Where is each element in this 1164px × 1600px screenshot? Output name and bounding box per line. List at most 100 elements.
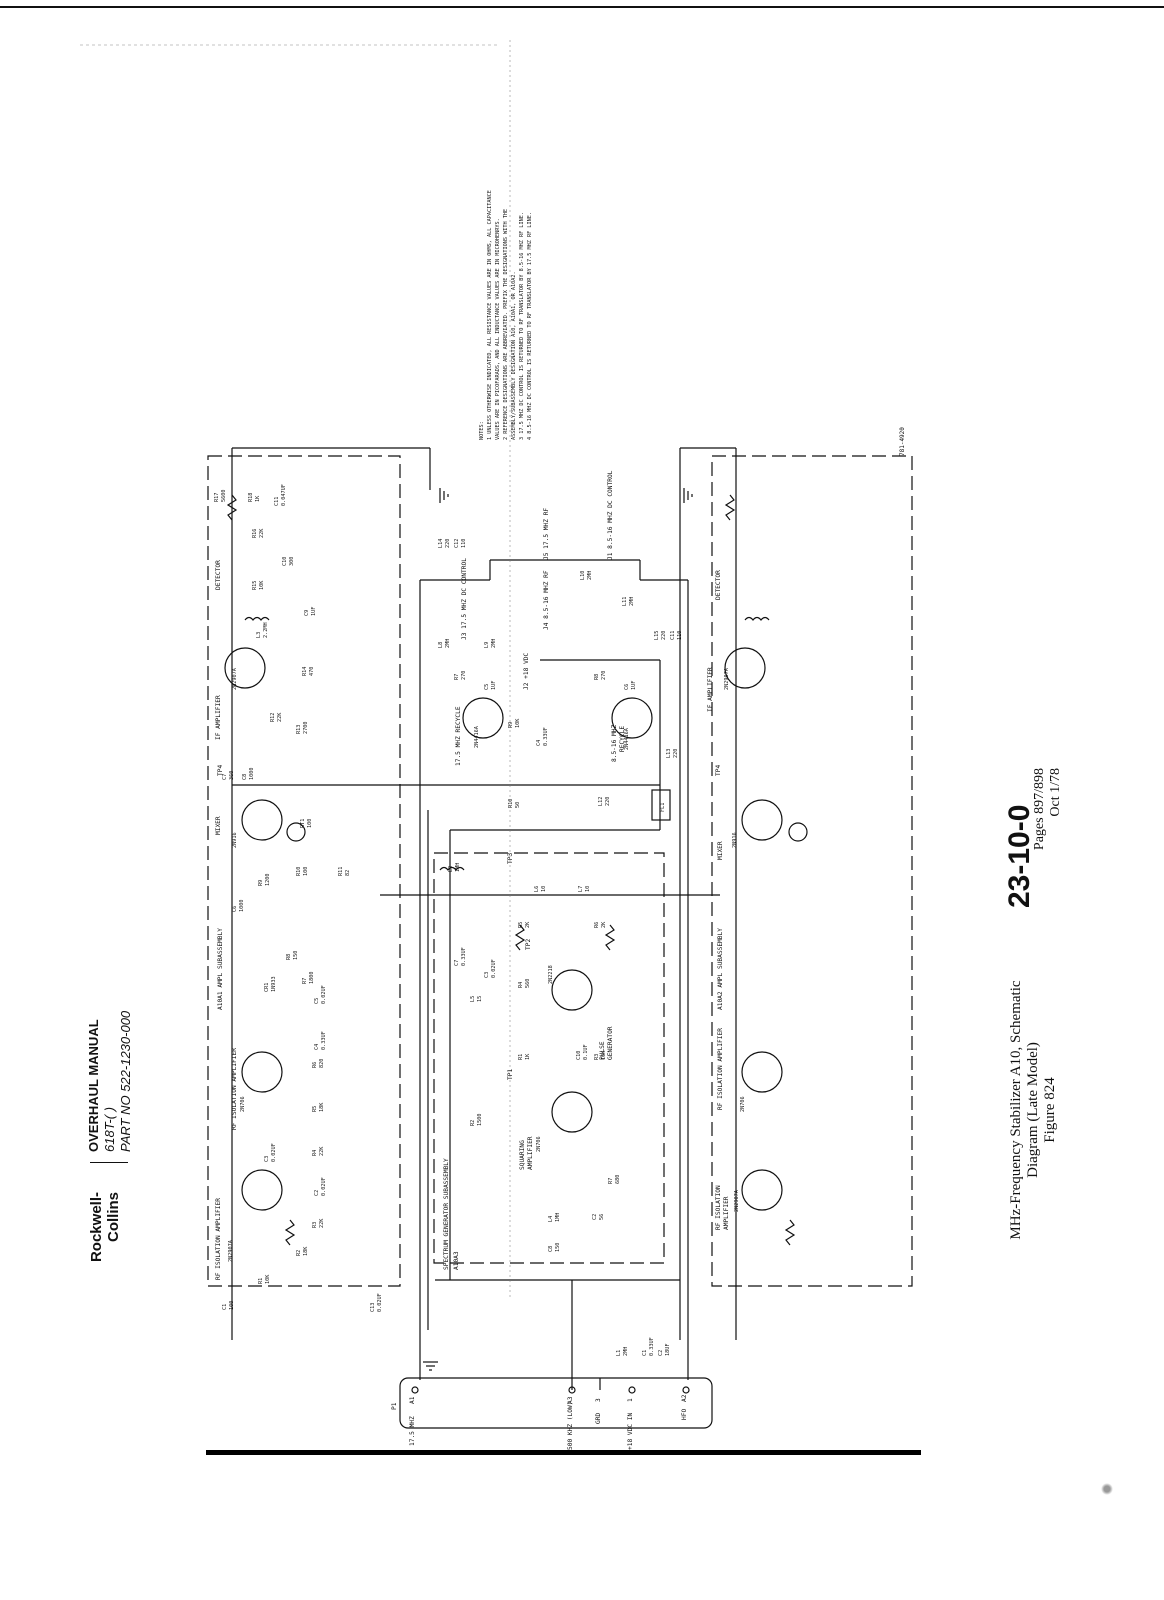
mid-fl1: FL1 xyxy=(660,803,666,812)
q4-bot-transistor xyxy=(724,647,766,689)
comp-r1: R1 xyxy=(258,1278,264,1284)
mid-c7: C7 xyxy=(454,960,460,966)
q1-bot-transistor xyxy=(741,1169,783,1211)
mid-l10: L10 xyxy=(580,571,586,580)
comp-r15-val: 10K xyxy=(259,580,265,590)
mid-c6: C6 xyxy=(624,684,630,690)
comp-r12-val: 22K xyxy=(277,712,283,722)
q4-bot-type: 2N2907A xyxy=(724,667,730,690)
pulse-label: PULSE xyxy=(599,1041,606,1060)
pin-hfo-num: A2 xyxy=(681,1394,688,1402)
comp-c11-val: 0.047UF xyxy=(281,484,287,506)
mid-r8: R8 xyxy=(594,674,600,680)
comp-r6: R6 xyxy=(312,1062,318,1068)
mid-q1: 2N706 xyxy=(536,1136,542,1152)
mid-l1-val: 2MH xyxy=(623,1347,629,1356)
comp-c8: C8 xyxy=(242,774,248,780)
pulse-b-label: GENERATOR xyxy=(607,1026,614,1060)
comp-r2: R2 xyxy=(296,1250,302,1256)
recycle-17-label: 17.5 MHZ RECYCLE xyxy=(455,706,462,766)
mid-c4: C4 xyxy=(536,740,542,746)
comp-r7: R7 xyxy=(302,978,308,984)
comp-r15: R15 xyxy=(252,581,258,590)
mid-r7-val: 270 xyxy=(461,671,467,680)
comp-r13: R13 xyxy=(296,725,302,734)
mid-r9-val: 10K xyxy=(515,718,521,728)
rf-iso-3b-label: AMPLIFIER xyxy=(723,1196,730,1230)
mid-l9-val: 2MH xyxy=(491,639,497,648)
mid-q3: 2N4416A xyxy=(474,725,480,748)
comp-c4-val: 0.33UF xyxy=(321,1031,327,1050)
jack-j2: J2 +18 VDC xyxy=(523,652,530,690)
mid-r5: R5 xyxy=(518,922,524,928)
comp-r18-val: 1K xyxy=(255,495,261,502)
comp-r6-val: 820 xyxy=(319,1059,325,1068)
comp-r10: R10 xyxy=(296,867,302,876)
mid-c8: C8 xyxy=(548,1246,554,1252)
detector-label: DETECTOR xyxy=(215,560,222,590)
header-divider xyxy=(90,1162,128,1164)
q2-bot-transistor xyxy=(741,1051,783,1093)
pin-17-num: A1 xyxy=(409,1396,416,1404)
comp-rt1: RT1 xyxy=(300,819,306,828)
mid-l7: L7 xyxy=(578,886,584,892)
mid-r7b-val: 680 xyxy=(615,1175,621,1184)
comp-c10: C10 xyxy=(282,557,288,566)
mid-r2: R2 xyxy=(470,1120,476,1126)
mid-r4: R4 xyxy=(518,982,524,988)
mid-l15-val: 220 xyxy=(661,631,667,640)
mid-l3: L3 xyxy=(448,866,454,872)
mid-c5: C5 xyxy=(484,684,490,690)
q4-top-type: 2N2907A xyxy=(232,667,238,690)
mid-c2b: C2 xyxy=(658,1350,664,1356)
mid-c8-val: 150 xyxy=(555,1243,561,1252)
tp2-label: TP2 xyxy=(525,939,532,950)
comp-c10-val: 300 xyxy=(289,557,295,566)
mid-l4: L4 xyxy=(548,1216,554,1222)
comp-r17-val: 5600 xyxy=(221,490,227,503)
a10a2-box xyxy=(711,455,913,1287)
recycle-8b-label: RECYCLE xyxy=(619,726,626,752)
comp-r12: R12 xyxy=(270,713,276,722)
mid-r5-val: 2K xyxy=(525,921,531,928)
if-amp-label: IF AMPLIFIER xyxy=(215,695,222,740)
comp-c8-val: 1000 xyxy=(249,768,255,781)
mid-c11: C11 xyxy=(670,631,676,640)
comp-c13-val: 0.02UF xyxy=(377,1293,383,1312)
a10a3-label-a: SPECTRUM GENERATOR SUBASSEMBLY xyxy=(443,1158,450,1270)
q1-top-type: 2N2907A xyxy=(228,1239,234,1262)
comp-c3: C3 xyxy=(264,1156,270,1162)
comp-r13-val: 2700 xyxy=(303,722,309,735)
squaring-b-label: AMPLIFIER xyxy=(527,1136,534,1170)
jack-j3: J3 17.5 MHZ DC CONTROL xyxy=(461,558,468,640)
jack-j1: J1 8.5-16 MHZ DC CONTROL xyxy=(607,470,614,560)
mid-c1-val: 0.33UF xyxy=(649,1337,655,1356)
mid-l15: L15 xyxy=(654,631,660,640)
mid-l14-val: 220 xyxy=(445,539,451,548)
comp-r2-val: 18K xyxy=(303,1246,309,1256)
comp-c5: C5 xyxy=(314,998,320,1004)
mid-c6-val: 1UF xyxy=(631,681,637,690)
mixer-2-label: MIXER xyxy=(717,841,724,860)
mid-c2-val: 56 xyxy=(599,1214,605,1220)
comp-c2-val: 0.02UF xyxy=(321,1177,327,1196)
mid-c4-val: 0.33UF xyxy=(543,727,549,746)
comp-c9-val: 1UF xyxy=(311,607,317,616)
comp-c6-val: 1000 xyxy=(239,900,245,913)
q4-recycle-transistor xyxy=(611,697,653,739)
mid-c2b-val: 18UF xyxy=(665,1344,671,1357)
tp4-top-label: TP4 xyxy=(217,765,224,776)
page-rule xyxy=(206,1450,921,1455)
tp4-bot-label: TP4 xyxy=(715,765,722,776)
mid-c12: C12 xyxy=(454,539,460,548)
mid-c3: C3 xyxy=(484,972,490,978)
mid-l6: L6 xyxy=(534,886,540,892)
pin-18v-label: +18 VDC IN xyxy=(627,1412,634,1450)
comp-r14-val: 470 xyxy=(309,667,315,676)
mid-l7-val: 10 xyxy=(585,886,591,892)
mid-r7b: R7 xyxy=(608,1178,614,1184)
comp-r4-val: 22K xyxy=(319,1146,325,1156)
comp-r10-val: 100 xyxy=(303,867,309,876)
q1-bot-type: 2N2907A xyxy=(734,1189,740,1212)
